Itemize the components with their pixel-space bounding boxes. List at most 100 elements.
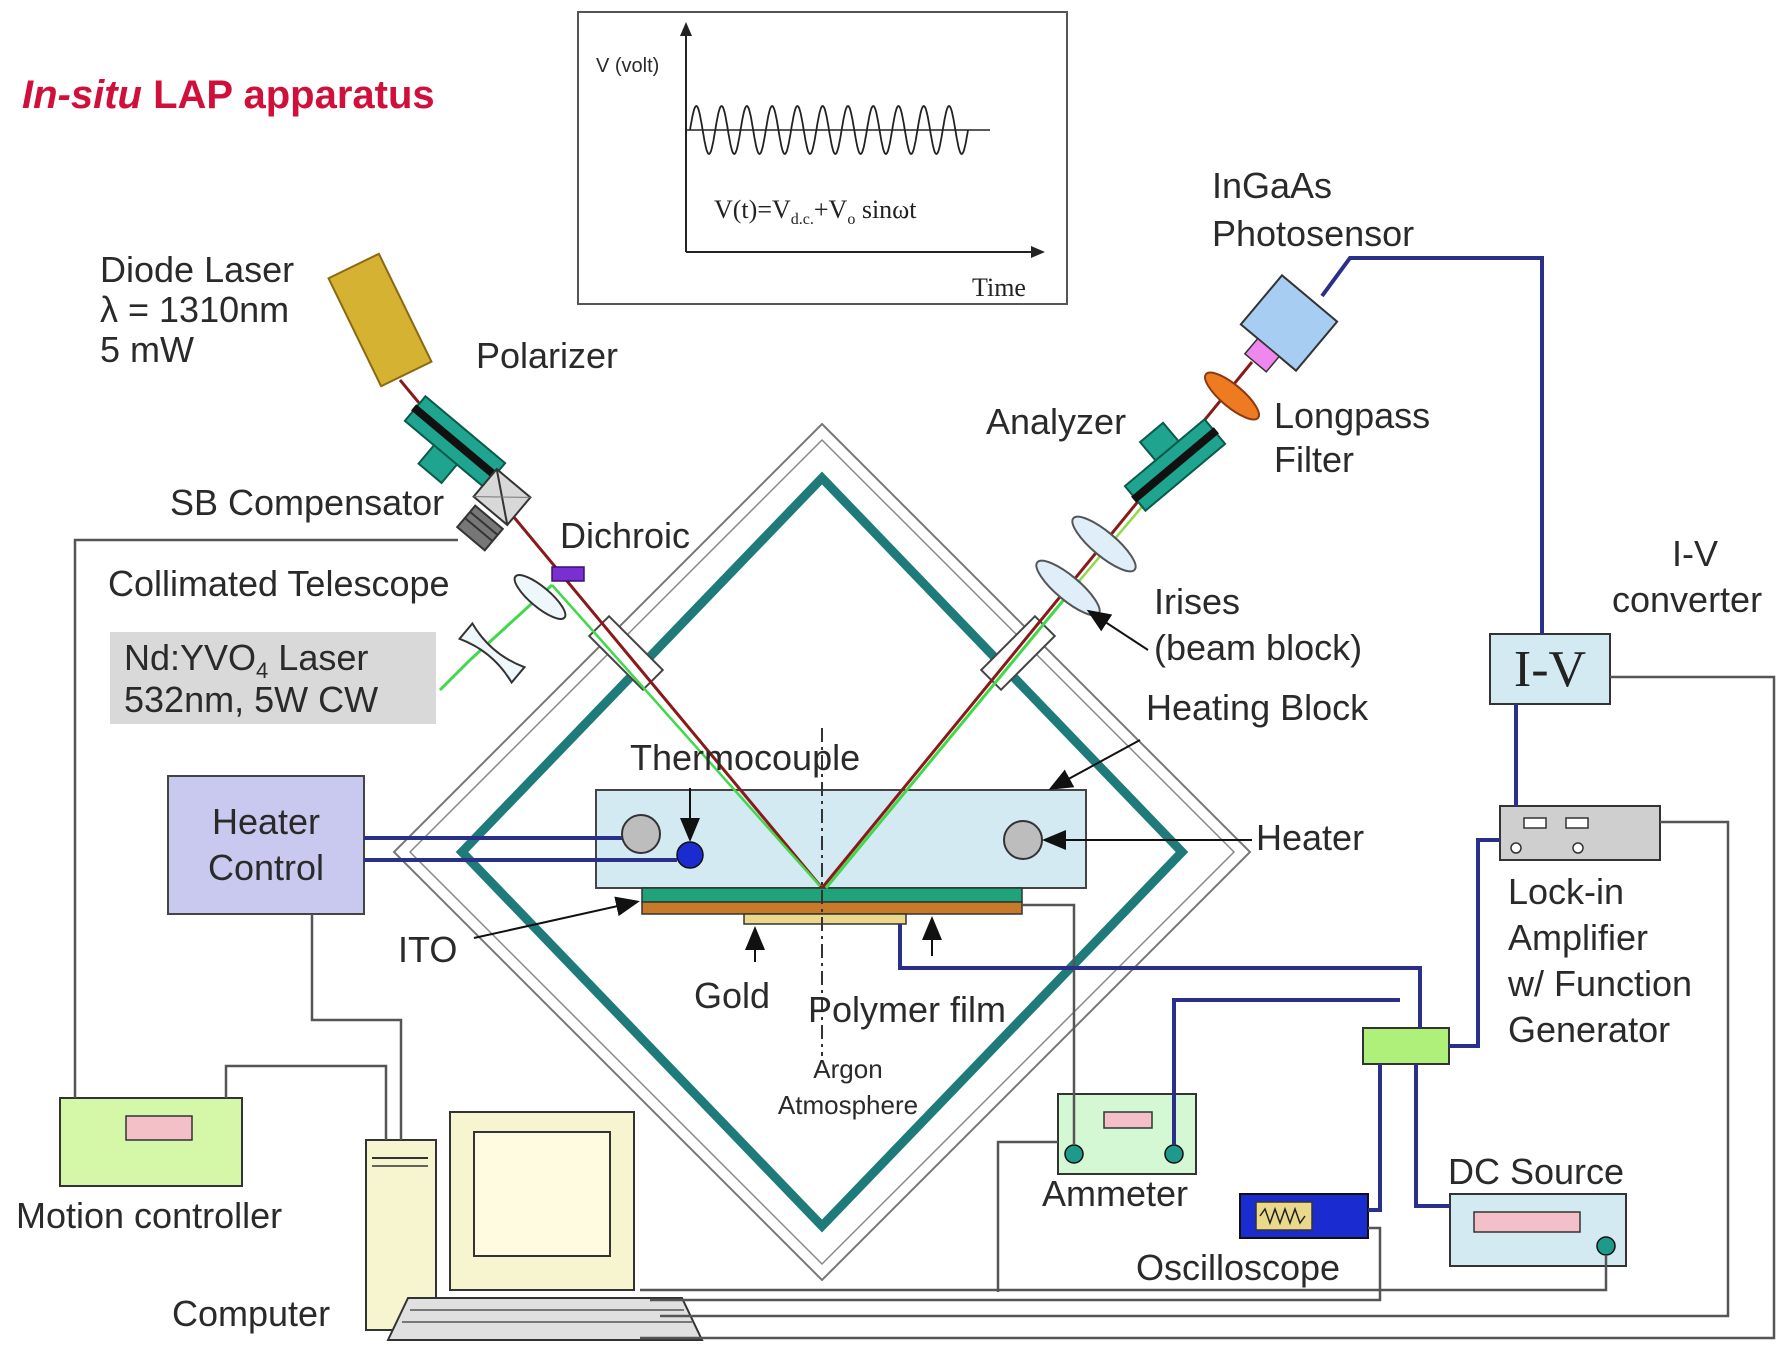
inset-frame [577,11,1068,305]
label-dichroic: Dichroic [560,515,690,556]
motion-controller-box [59,1097,243,1187]
label-iv-converter-1: I-V [1672,533,1718,574]
lockin-knob-1 [1510,842,1522,854]
inset-y-arrow [680,22,692,36]
pointer-ito [473,896,640,939]
wire-dc-source-computer [640,1255,1608,1292]
wire-heater-control-computer [310,914,403,1140]
label-ammeter: Ammeter [1042,1173,1188,1214]
wire-lockin-computer [660,820,1730,1318]
analyzer-element [1123,417,1227,513]
inset-ylabel: V (volt) [596,55,659,77]
wire-ammeter-computer [996,1140,1058,1292]
inset-equation: V(t)=Vd.c.+Vo sinωt [714,195,917,228]
wire-ito-ammeter [1022,903,1076,1145]
inset-xlabel: Time [972,273,1026,302]
polymer-layer [641,901,1023,915]
heater-left [621,814,661,854]
label-diode-laser-3: 5 mW [100,329,194,370]
label-ingaas-1: InGaAs [1212,165,1332,206]
label-ingaas-2: Photosensor [1212,213,1414,254]
sb-compensator-screw [455,504,505,552]
label-oscilloscope: Oscilloscope [1136,1247,1340,1288]
wire-junction-dc-source [1414,1064,1450,1208]
label-lockin-3: w/ Function [1507,963,1692,1004]
computer-keyboard [386,1297,704,1341]
pump-beam-diag [551,584,821,887]
title-italic: In-situ [22,73,142,117]
oscilloscope-screen [1255,1201,1313,1231]
computer [365,1111,704,1341]
wire-photosensor-iv [1320,256,1544,634]
argon-chamber [455,471,1189,1233]
voltage-inset: V (volt) Time V(t)=Vd.c.+Vo sinωt [577,11,1068,305]
label-computer: Computer [172,1293,330,1334]
longpass-filter-element [1204,371,1260,421]
diode-laser [327,252,433,388]
label-lockin-2: Amplifier [1508,917,1648,958]
label-irises-2: (beam block) [1154,627,1362,668]
motion-controller-display [125,1115,193,1141]
thermocouple-sensor [676,841,704,869]
label-sb-compensator: SB Compensator [170,482,444,523]
label-collimated-telescope: Collimated Telescope [108,563,450,604]
lockin-knob-2 [1572,842,1584,854]
diagram-title: In-situ LAP apparatus [22,73,435,117]
wire-junction-oscilloscope [1368,1064,1382,1212]
wire-ammeter-junction [1172,998,1400,1145]
wire-gold-junction [898,924,1422,1028]
oscilloscope-trace [1259,1206,1306,1226]
ndyvo4-output [438,658,472,692]
heater-control-box [167,775,365,915]
iv-converter-box [1489,633,1611,705]
lockin-display-1 [1523,817,1547,829]
wire-motion-controller [73,538,458,1098]
ammeter-terminal-1 [1064,1144,1084,1164]
dichroic-mirror [551,566,585,582]
telescope-lens-1 [513,574,567,620]
title-rest: LAP apparatus [142,73,435,117]
wire-iv-computer [640,675,1776,1340]
ammeter-terminal-2 [1164,1144,1184,1164]
wire-lockin-junction [1449,838,1500,1048]
heater-right [1003,820,1043,860]
label-irises-1: Irises [1154,581,1240,622]
label-gold: Gold [694,975,770,1016]
pointer-heating-block [1048,739,1141,790]
dc-source-terminal [1596,1236,1616,1256]
polarizer-element [403,394,507,490]
ito-layer [641,887,1023,903]
photosensor [1239,273,1339,373]
wire-oscilloscope-computer [650,1226,1382,1302]
label-heating-block: Heating Block [1146,687,1369,728]
label-iv-box: I-V [1514,641,1586,698]
inset-x-arrow [1031,246,1045,258]
gold-electrode [743,913,907,925]
computer-screen [473,1131,611,1257]
label-analyzer: Analyzer [986,401,1126,442]
label-ndyvo4-2: 532nm, 5W CW [124,679,378,720]
sb-compensator-element [472,467,532,527]
label-ito: ITO [398,929,457,970]
label-dc-source: DC Source [1448,1151,1624,1192]
pump-beam-out [824,579,1082,889]
label-longpass-2: Filter [1274,439,1354,480]
label-heater-control-1: Heater [212,801,320,842]
dc-source-display [1473,1211,1581,1233]
label-diode-laser-2: λ = 1310nm [100,289,289,330]
label-argon-1: Argon [813,1054,882,1084]
label-argon-2: Atmosphere [778,1090,918,1120]
label-ndyvo4-1: Nd:YVO4 Laser [124,637,368,683]
inner-chamber-outline [408,438,1236,1266]
iris-1 [1071,515,1137,573]
label-lockin-1: Lock-in [1508,871,1624,912]
label-heater-control-2: Control [208,847,324,888]
lockin-display-2 [1565,817,1589,829]
outer-chamber-outline [392,422,1252,1282]
ammeter-display [1103,1111,1153,1129]
label-polymer-film: Polymer film [808,989,1006,1030]
telescope-lens-2 [457,621,527,685]
label-heater: Heater [1256,817,1364,858]
junction-box [1362,1027,1450,1065]
